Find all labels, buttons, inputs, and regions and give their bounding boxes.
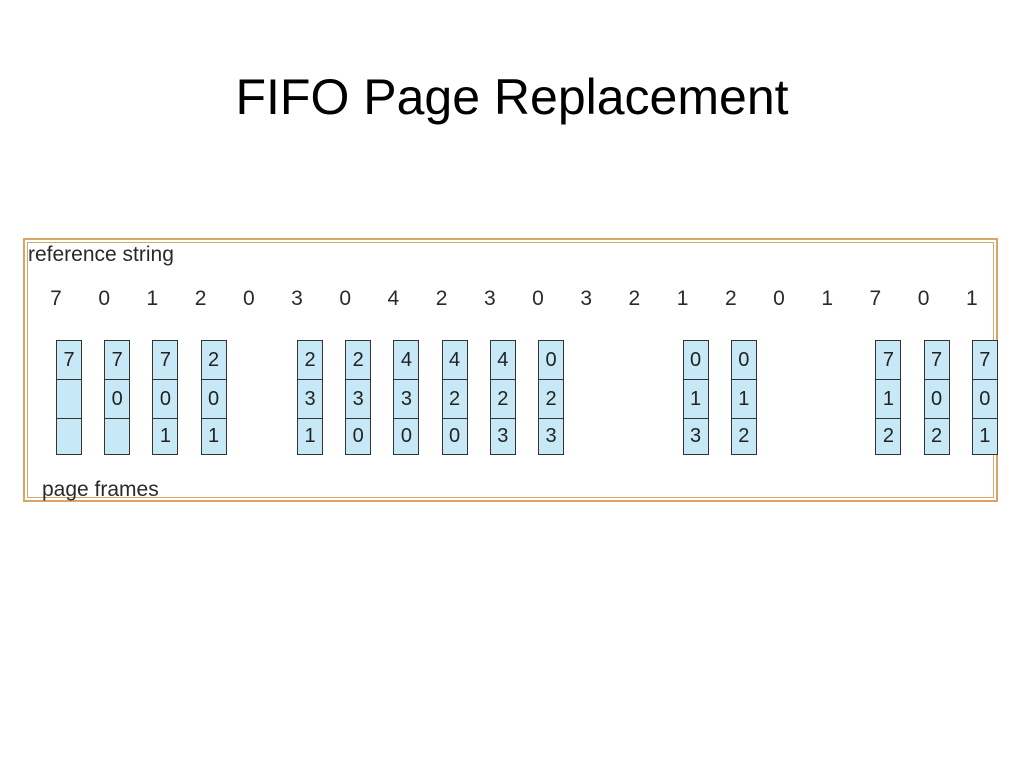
reference-item: 0 xyxy=(339,287,352,310)
frame-cell: 2 xyxy=(304,349,316,371)
frame-cell: 2 xyxy=(738,425,750,447)
frame-cell: 2 xyxy=(931,425,943,447)
reference-string-label: reference string xyxy=(28,243,174,266)
frame-cell: 2 xyxy=(442,379,467,419)
frame-cell: 0 xyxy=(449,425,461,447)
reference-item: 1 xyxy=(146,287,159,310)
frame-cell: 4 xyxy=(449,349,461,371)
frame-cell: 3 xyxy=(346,379,371,419)
frame-cell: 2 xyxy=(352,349,364,371)
frame-cell xyxy=(57,417,81,455)
frame-column: 0 1 3 xyxy=(682,340,709,455)
frame-cell: 0 xyxy=(738,349,750,371)
frame-cell: 4 xyxy=(497,349,509,371)
frame-cell: 7 xyxy=(979,349,991,371)
reference-item: 0 xyxy=(98,287,111,310)
reference-item: 0 xyxy=(917,287,930,310)
reference-item: 1 xyxy=(965,287,978,310)
frame-cell: 3 xyxy=(690,425,702,447)
frame-cell: 0 xyxy=(400,425,412,447)
frame-cell: 1 xyxy=(731,379,756,419)
reference-item: 3 xyxy=(483,287,496,310)
frame-cell: 0 xyxy=(924,379,949,419)
frame-cell: 4 xyxy=(400,349,412,371)
reference-item: 0 xyxy=(532,287,544,310)
frame-column: 0 2 3 xyxy=(538,340,564,455)
frame-cell: 3 xyxy=(497,425,509,447)
frame-cell: 0 xyxy=(201,379,226,419)
frame-cell: 1 xyxy=(683,379,708,419)
reference-item: 0 xyxy=(773,287,785,310)
frame-column: 4 2 0 xyxy=(441,340,468,455)
frame-column: 2 0 1 xyxy=(200,340,227,455)
frame-column: 2 3 0 xyxy=(345,340,372,455)
frame-cell: 0 xyxy=(153,379,178,419)
frame-cell: 3 xyxy=(545,425,557,447)
frame-column: 7 xyxy=(56,340,82,455)
page-frames-label: page frames xyxy=(42,478,159,501)
frame-column: 4 3 0 xyxy=(393,340,420,455)
frame-column: 2 3 1 xyxy=(297,340,323,455)
frame-cell: 1 xyxy=(876,379,901,419)
frame-column: 4 2 3 xyxy=(489,340,516,455)
reference-item: 7 xyxy=(869,287,882,310)
frame-column: 7 0 2 xyxy=(923,340,950,455)
reference-item: 2 xyxy=(435,287,448,310)
reference-item: 4 xyxy=(387,287,400,310)
reference-item: 2 xyxy=(194,287,207,310)
reference-item: 3 xyxy=(291,287,303,310)
reference-item: 7 xyxy=(50,287,62,310)
reference-item: 1 xyxy=(821,287,834,310)
frame-cell: 2 xyxy=(539,379,563,419)
frame-cell: 0 xyxy=(352,425,364,447)
frame-column: 7 1 2 xyxy=(875,340,902,455)
frame-cell: 0 xyxy=(105,379,130,419)
frame-cell: 7 xyxy=(931,349,943,371)
frame-cell: 1 xyxy=(979,425,991,447)
reference-item: 2 xyxy=(724,287,737,310)
frame-cell: 2 xyxy=(882,425,894,447)
frame-column: 7 0 1 xyxy=(971,340,998,455)
frame-cell: 1 xyxy=(304,425,316,447)
frame-cell: 7 xyxy=(111,349,123,371)
frame-cell: 7 xyxy=(63,349,75,371)
reference-item: 2 xyxy=(628,287,641,310)
frame-cell: 1 xyxy=(159,425,171,447)
reference-item: 0 xyxy=(242,287,255,310)
frame-cell xyxy=(57,379,81,419)
reference-item: 3 xyxy=(580,287,593,310)
frame-cell: 2 xyxy=(490,379,515,419)
frame-cell: 0 xyxy=(690,349,702,371)
frame-cell: 1 xyxy=(208,425,220,447)
frame-column: 0 1 2 xyxy=(730,340,757,455)
frame-cell: 2 xyxy=(208,349,220,371)
frame-column: 7 0 1 xyxy=(152,340,179,455)
reference-item: 1 xyxy=(676,287,689,310)
frame-cell: 0 xyxy=(545,349,557,371)
frame-cell: 7 xyxy=(159,349,171,371)
frame-cell xyxy=(105,417,129,455)
frame-cell: 0 xyxy=(972,379,997,419)
slide-title: FIFO Page Replacement xyxy=(235,69,789,125)
frame-cell: 3 xyxy=(298,379,322,419)
frame-cell: 3 xyxy=(394,379,419,419)
frame-cell: 7 xyxy=(882,349,894,371)
